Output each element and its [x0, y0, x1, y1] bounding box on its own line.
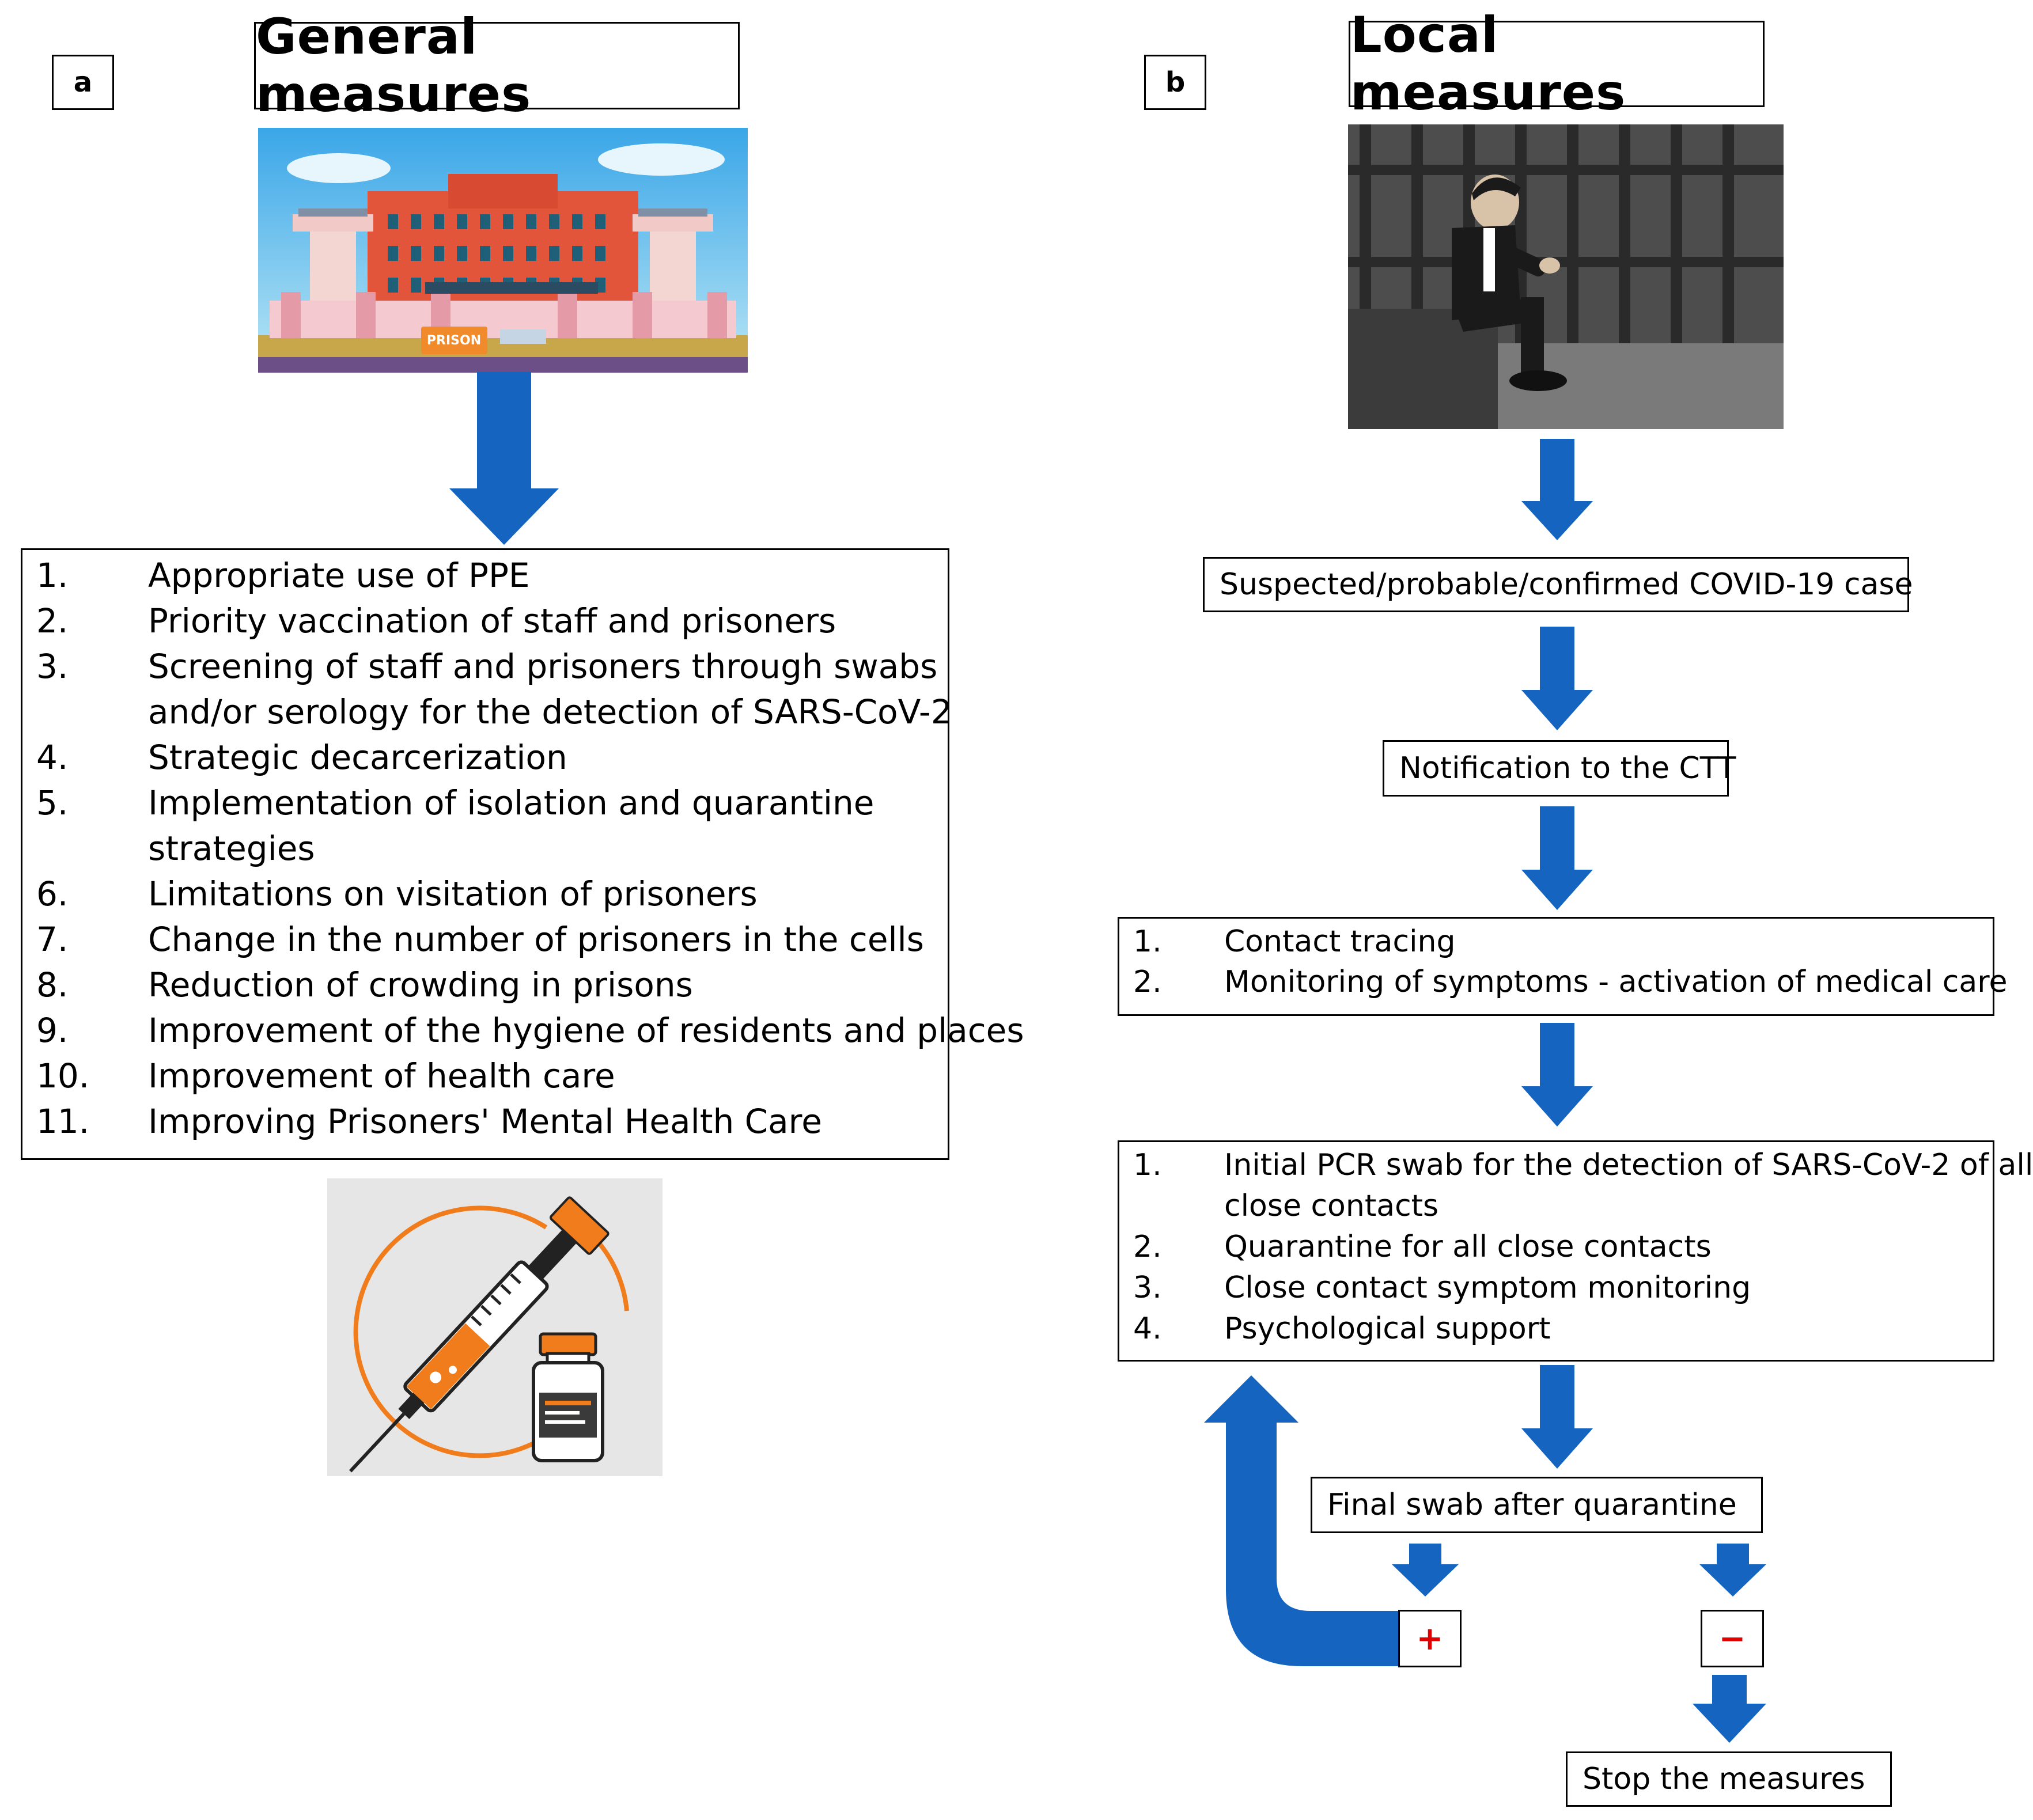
list-item-text: Quarantine for all close contacts: [1224, 1230, 1712, 1264]
vaccine-illustration: [327, 1178, 662, 1476]
list-item: 10. Improvement of health care: [36, 1056, 935, 1102]
local-measures-title: Local measures: [1349, 6, 1765, 122]
list-item-text: Monitoring of symptoms - activation of m…: [1224, 965, 2008, 999]
arrow-down-icon: [1521, 439, 1593, 540]
list-item-text: Appropriate use of PPE: [148, 556, 530, 595]
arrow-down-icon: [1521, 1365, 1593, 1469]
list-item: 7. Change in the number of prisoners in t…: [36, 920, 935, 965]
list-item-text: and/or serology for the detection of SAR…: [148, 692, 952, 731]
arrow-down-icon: [1521, 806, 1593, 910]
prison-illustration: PRISON: [258, 128, 748, 373]
list-item: 2. Monitoring of symptoms - activation of…: [1133, 965, 2008, 1005]
list-item: 3. Screening of staff and prisoners throu…: [36, 647, 952, 738]
contact-steps-box: 1. Initial PCR swab for the detection of …: [1118, 1140, 2033, 1362]
list-item-number: 7.: [36, 920, 69, 959]
notification-box: Notification to the CTT: [1383, 740, 1736, 797]
arrow-down-icon: [1699, 1544, 1766, 1597]
list-item-number: 11.: [36, 1102, 90, 1141]
prison-sign-text: PRISON: [427, 333, 481, 348]
list-item-number: 3.: [1133, 1271, 1162, 1305]
list-item-number: 2.: [1133, 1230, 1162, 1264]
list-item: 9. Improvement of the hygiene of resident…: [36, 1011, 1024, 1056]
positive-result-badge: +: [1398, 1610, 1462, 1667]
list-item-number: 4.: [36, 738, 69, 777]
list-item-number: 2.: [1133, 965, 1162, 999]
tracing-steps-box: 1. Contact tracing 2. Monitoring of symptom…: [1118, 917, 2008, 1016]
list-item-text: Change in the number of prisoners in the…: [148, 920, 924, 959]
contact-steps-items: 1. Initial PCR swab for the detection of …: [1133, 1148, 2033, 1355]
list-item: 5. Implementation of isolation and quaran…: [36, 783, 935, 874]
list-item-number: 1.: [1133, 924, 1162, 959]
list-item-number: 5.: [36, 783, 69, 822]
list-item-text: Initial PCR swab for the detection of SA…: [1224, 1148, 2033, 1182]
list-item-number: 6.: [36, 874, 69, 913]
arrow-down-icon: [1521, 1023, 1593, 1127]
list-item: 2. Quarantine for all close contacts: [1133, 1230, 1986, 1271]
final-swab-box: Final swab after quarantine: [1311, 1477, 1763, 1533]
general-measures-items: 1. Appropriate use of PPE 2. Priority vacci…: [36, 556, 1024, 1155]
list-item-number: 2.: [36, 601, 69, 640]
stop-measures-box: Stop the measures: [1566, 1751, 1892, 1807]
list-item: 6. Limitations on visitation of prisoners: [36, 874, 935, 920]
list-item-text: Limitations on visitation of prisoners: [148, 874, 758, 913]
list-item: 1. Contact tracing: [1133, 924, 1986, 965]
list-item: 4. Strategic decarcerization: [36, 738, 935, 783]
list-item-text: Screening of staff and prisoners through…: [148, 647, 938, 686]
list-item-text: Contact tracing: [1224, 924, 1456, 959]
list-item-number: 9.: [36, 1011, 69, 1050]
negative-result-badge: −: [1701, 1610, 1764, 1667]
list-item: 1. Appropriate use of PPE: [36, 556, 935, 601]
arrow-down-icon: [449, 372, 559, 545]
list-item: 4. Psychological support: [1133, 1311, 1986, 1352]
list-item-text: Improvement of the hygiene of residents …: [148, 1011, 1024, 1050]
arrow-down-icon: [1521, 627, 1593, 730]
panel-b-label: b: [1144, 55, 1206, 110]
list-item-number: 10.: [36, 1056, 90, 1095]
tracing-steps-items: 1. Contact tracing 2. Monitoring of symptom…: [1133, 924, 2008, 1011]
general-measures-list: 1. Appropriate use of PPE 2. Priority vacci…: [21, 548, 1024, 1160]
list-item-text: Improving Prisoners' Mental Health Care: [148, 1102, 822, 1141]
list-item: 11. Improving Prisoners' Mental Health Ca…: [36, 1102, 935, 1147]
list-item-number: 1.: [36, 556, 69, 595]
arrow-down-icon: [1693, 1675, 1766, 1743]
list-item-text: strategies: [148, 829, 315, 868]
list-item-text: Priority vaccination of staff and prison…: [148, 601, 836, 640]
list-item: 3. Close contact symptom monitoring: [1133, 1271, 1986, 1311]
arrow-down-icon: [1392, 1544, 1459, 1597]
list-item-text: Close contact symptom monitoring: [1224, 1271, 1751, 1305]
list-item-text: Implementation of isolation and quaranti…: [148, 783, 874, 822]
list-item-text: close contacts: [1224, 1189, 1439, 1223]
list-item-text: Improvement of health care: [148, 1056, 615, 1095]
prisoner-illustration: [1348, 124, 1784, 429]
suspected-case-box: Suspected/probable/confirmed COVID-19 ca…: [1203, 557, 1913, 612]
list-item-number: 1.: [1133, 1148, 1162, 1182]
list-item-text: Reduction of crowding in prisons: [148, 965, 693, 1004]
list-item-number: 4.: [1133, 1311, 1162, 1346]
list-item-number: 8.: [36, 965, 69, 1004]
list-item-number: 3.: [36, 647, 69, 686]
general-measures-title: General measures: [254, 8, 740, 123]
return-arrow-icon: [1204, 1375, 1399, 1666]
list-item: 8. Reduction of crowding in prisons: [36, 965, 935, 1011]
list-item-text: Strategic decarcerization: [148, 738, 567, 777]
list-item: 1. Initial PCR swab for the detection of …: [1133, 1148, 2033, 1230]
list-item: 2. Priority vaccination of staff and pris…: [36, 601, 935, 647]
panel-a-label: a: [52, 55, 114, 110]
list-item-text: Psychological support: [1224, 1311, 1551, 1346]
